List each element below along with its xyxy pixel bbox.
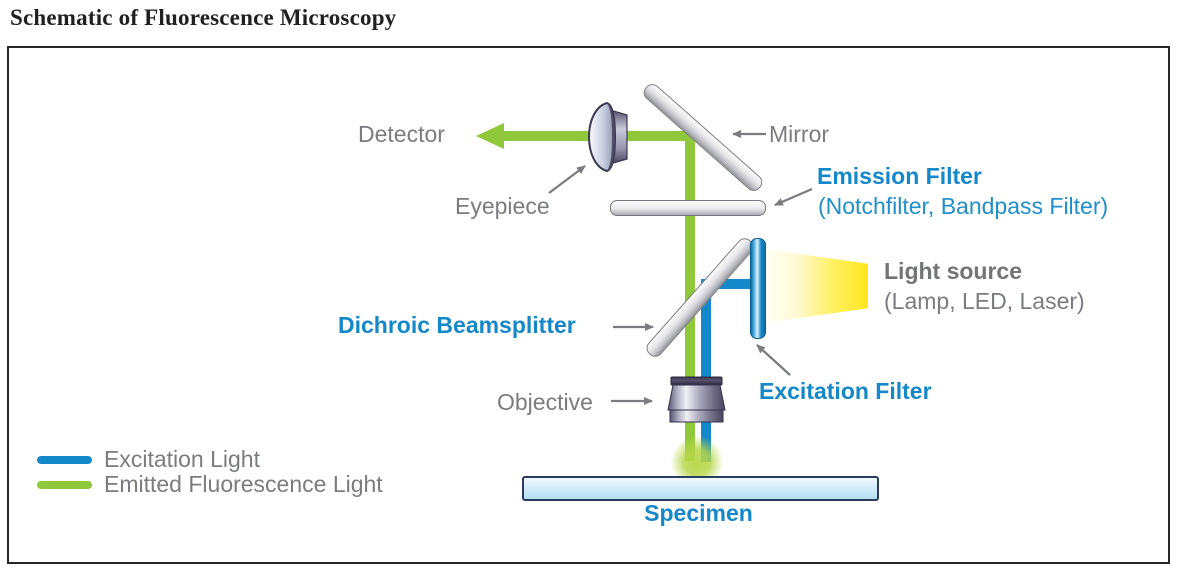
- excitation-light-vertical-beam: [701, 279, 711, 462]
- emission-filter-label: Emission Filter: [817, 163, 982, 189]
- excitation-filter-shape: [750, 238, 766, 339]
- specimen-slide-shape: [522, 476, 879, 501]
- excitation-light-horizontal-beam: [704, 279, 753, 289]
- detector-label: Detector: [358, 121, 445, 147]
- detector-arrowhead-icon: [476, 123, 504, 149]
- objective-icon: [667, 376, 726, 423]
- legend-excitation-label: Excitation Light: [104, 446, 260, 472]
- objective-label: Objective: [497, 389, 593, 415]
- page-title: Schematic of Fluorescence Microscopy: [10, 5, 397, 30]
- specimen-label: Specimen: [644, 500, 753, 526]
- light-source-sublabel: (Lamp, LED, Laser): [884, 288, 1085, 314]
- eyepiece-lens-icon: [587, 101, 628, 173]
- mirror-label: Mirror: [769, 121, 830, 147]
- legend-emitted-swatch: [37, 481, 92, 489]
- dichroic-beamsplitter-label: Dichroic Beamsplitter: [338, 312, 576, 338]
- excitation-filter-label: Excitation Filter: [759, 378, 932, 404]
- legend-emitted-label: Emitted Fluorescence Light: [104, 471, 383, 497]
- light-source-beam-icon: [764, 249, 868, 323]
- legend-excitation-swatch: [37, 456, 92, 464]
- light-source-label: Light source: [884, 258, 1023, 284]
- emission-filter-sublabel: (Notchfilter, Bandpass Filter): [818, 193, 1109, 219]
- eyepiece-label: Eyepiece: [455, 193, 550, 219]
- emission-filter-shape: [610, 200, 766, 216]
